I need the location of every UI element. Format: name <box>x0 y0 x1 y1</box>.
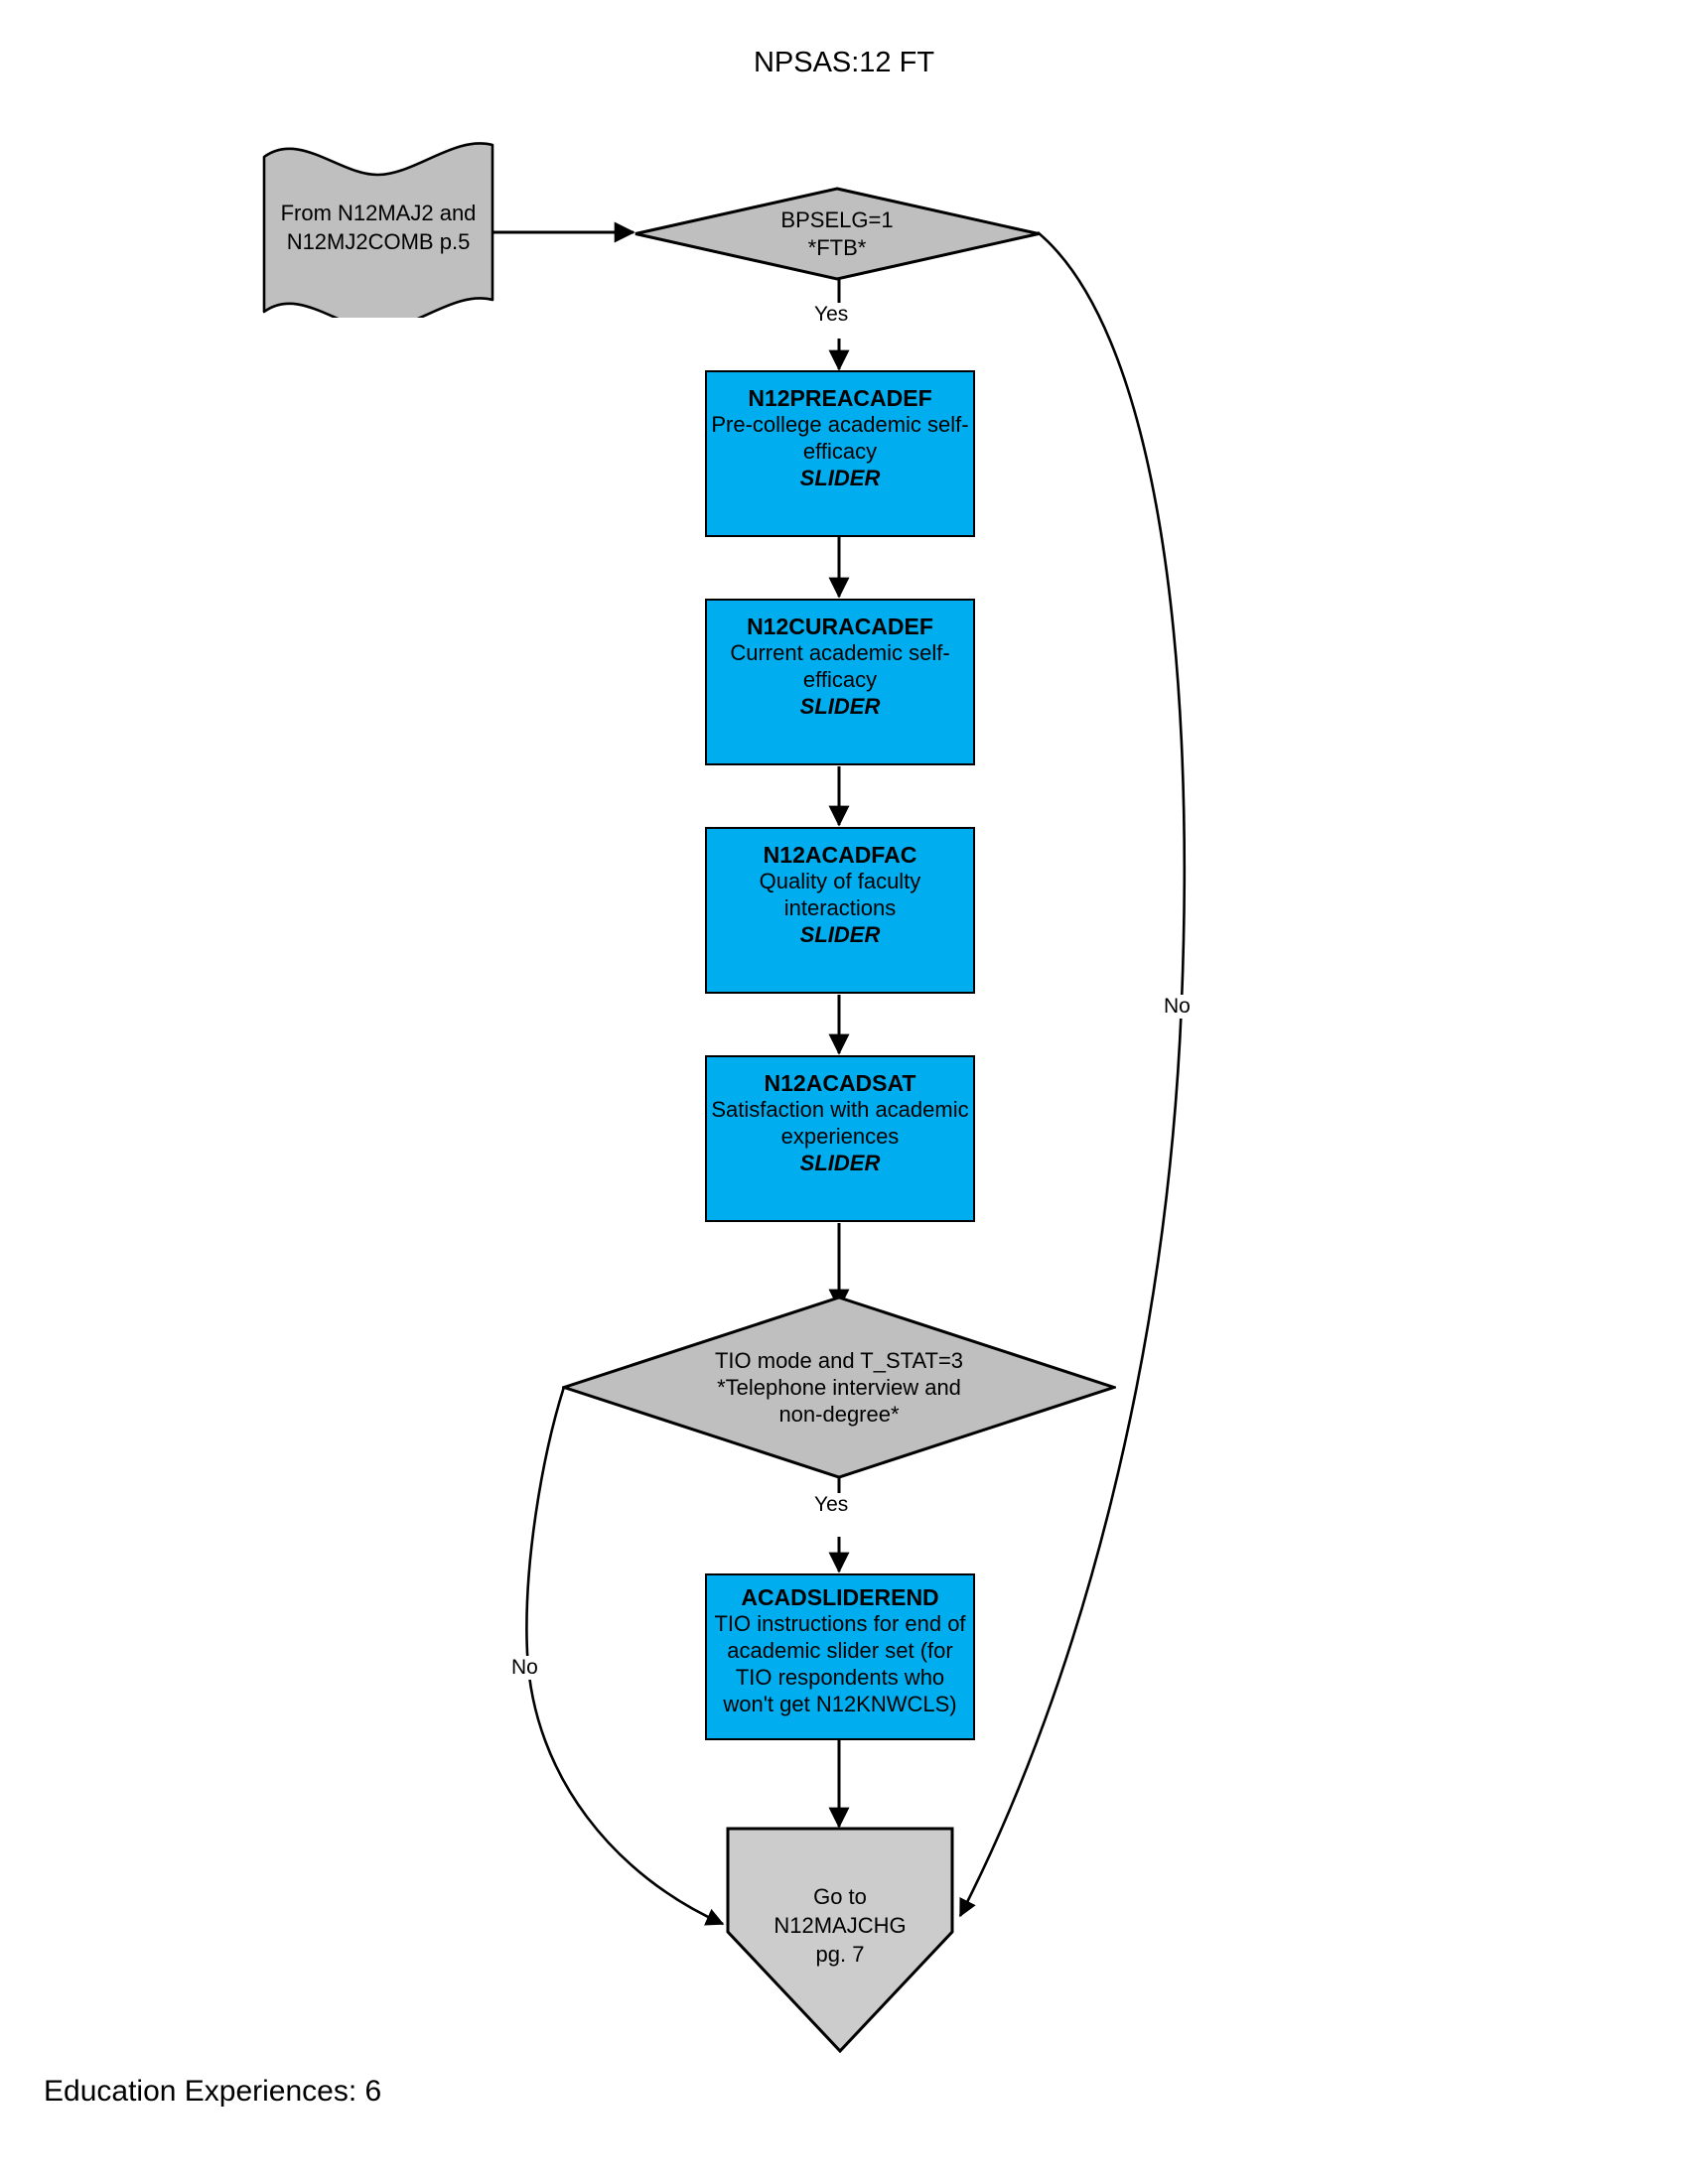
tiomode-text: TIO mode and T_STAT=3 *Telephone intervi… <box>562 1296 1116 1479</box>
edge-bpselg-no-curve <box>958 231 1187 1918</box>
n12acadsat-desc-line-1: Satisfaction with academic <box>711 1097 969 1123</box>
pentagon-shape <box>726 1827 954 2054</box>
page-title: NPSAS:12 FT <box>753 47 935 78</box>
acadsliderend-code: ACADSLIDEREND <box>741 1584 939 1610</box>
node-tiomode-decision[interactable]: TIO mode and T_STAT=3 *Telephone intervi… <box>562 1296 1116 1479</box>
acadsliderend-desc-line-2: academic slider set (for <box>727 1637 953 1663</box>
n12acadfac-desc-line-1: Quality of faculty <box>759 869 921 894</box>
n12curacadef-desc-line-2: efficacy <box>802 666 878 692</box>
footer-page-label: Education Experiences: 6 <box>44 2075 382 2108</box>
n12curacadef-note: SLIDER <box>799 693 881 719</box>
entry-line-2: N12MJ2COMB p.5 <box>286 229 471 254</box>
entry-line-1: From N12MAJ2 and <box>280 201 477 226</box>
goto-line-3: pg. 7 <box>815 1942 865 1968</box>
edge-label-tiomode-no: No <box>509 1656 540 1680</box>
node-n12acadfac[interactable]: N12ACADFAC Quality of faculty interactio… <box>705 827 975 994</box>
n12preacadef-desc-line-1: Pre-college academic self- <box>711 412 969 438</box>
n12curacadef-desc-line-1: Current academic self- <box>730 640 950 666</box>
diamond-shape <box>634 187 1040 281</box>
n12acadsat-code: N12ACADSAT <box>764 1070 916 1096</box>
node-n12acadsat[interactable]: N12ACADSAT Satisfaction with academic ex… <box>705 1055 975 1222</box>
goto-text: Go to N12MAJCHG pg. 7 <box>725 1825 955 1969</box>
bpselg-text: BPSELG=1 *FTB* <box>633 187 1041 281</box>
acadsliderend-desc-line-3: TIO respondents who <box>735 1664 945 1690</box>
bpselg-line-1: BPSELG=1 <box>780 207 894 233</box>
n12acadsat-note: SLIDER <box>799 1150 881 1175</box>
n12acadfac-note: SLIDER <box>799 921 881 947</box>
node-acadsliderend[interactable]: ACADSLIDEREND TIO instructions for end o… <box>705 1573 975 1740</box>
n12acadfac-desc-line-2: interactions <box>783 894 897 920</box>
n12acadsat-desc-line-2: experiences <box>780 1123 900 1149</box>
edge-label-tiomode-yes: Yes <box>812 1493 851 1517</box>
node-entry-flag[interactable]: From N12MAJ2 and N12MJ2COMB p.5 <box>260 139 496 318</box>
bpselg-line-2: *FTB* <box>807 234 867 260</box>
acadsliderend-desc-line-4: won't get N12KNWCLS) <box>723 1691 957 1716</box>
edge-label-bpselg-yes: Yes <box>812 303 851 327</box>
flag-shape <box>262 142 494 318</box>
diamond-shape <box>562 1296 1116 1479</box>
acadsliderend-desc-line-1: TIO instructions for end of <box>714 1611 966 1637</box>
node-bpselg-decision[interactable]: BPSELG=1 *FTB* <box>633 187 1041 281</box>
n12preacadef-note: SLIDER <box>799 465 881 490</box>
n12preacadef-desc-line-2: efficacy <box>802 438 878 464</box>
tiomode-line-2: *Telephone interview and <box>717 1374 961 1400</box>
tiomode-line-3: non-degree* <box>778 1402 900 1428</box>
tiomode-line-1: TIO mode and T_STAT=3 <box>714 1347 964 1373</box>
node-n12curacadef[interactable]: N12CURACADEF Current academic self- effi… <box>705 599 975 765</box>
entry-flag-text: From N12MAJ2 and N12MJ2COMB p.5 <box>260 139 496 318</box>
n12curacadef-code: N12CURACADEF <box>747 614 933 639</box>
goto-line-1: Go to <box>813 1884 867 1909</box>
n12acadfac-code: N12ACADFAC <box>763 842 917 868</box>
node-goto-n12majchg[interactable]: Go to N12MAJCHG pg. 7 <box>725 1825 955 2055</box>
edge-label-bpselg-no: No <box>1162 995 1193 1019</box>
node-n12preacadef[interactable]: N12PREACADEF Pre-college academic self- … <box>705 370 975 537</box>
n12preacadef-code: N12PREACADEF <box>748 385 932 411</box>
goto-line-2: N12MAJCHG <box>774 1913 907 1939</box>
